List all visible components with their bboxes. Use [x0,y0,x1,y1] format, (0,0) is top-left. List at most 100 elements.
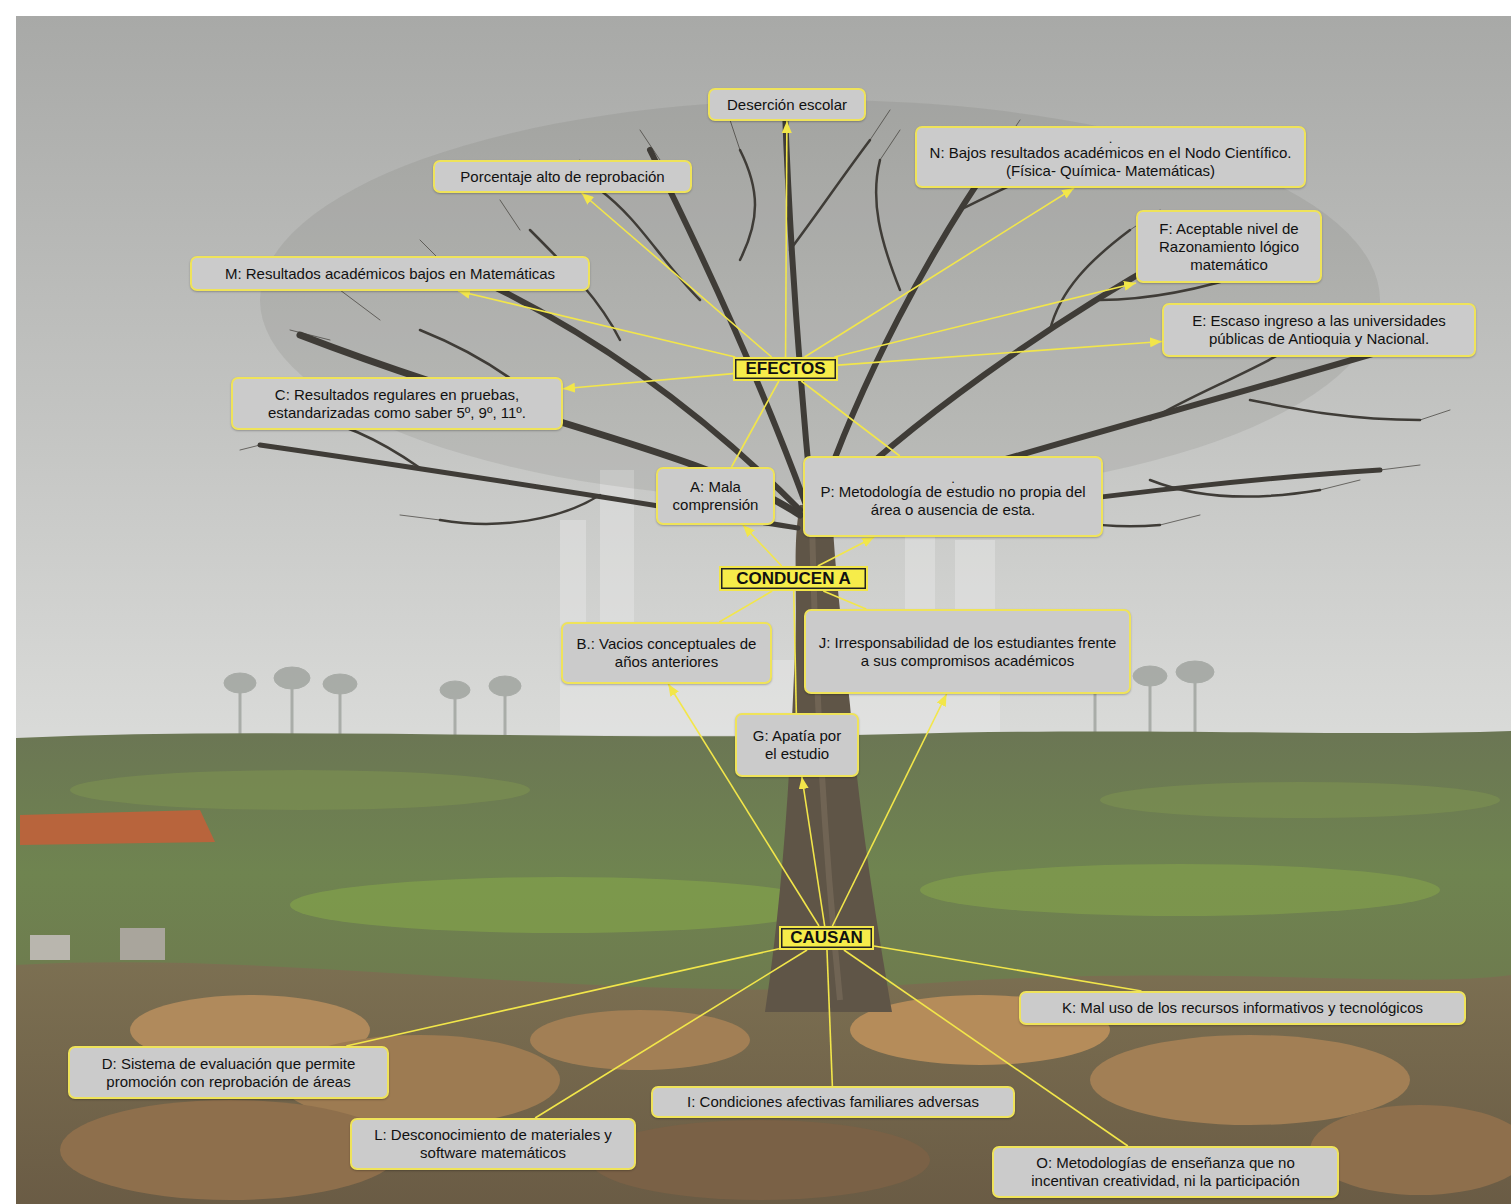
node-text: . [1109,134,1113,143]
rocky-ground-part [1310,1105,1511,1195]
linking-phrase: CAUSAN [779,926,874,950]
connector-line [582,193,772,357]
tree-crown-part [1050,230,1130,330]
node-text: P: Metodología de estudio no propia del … [815,483,1091,519]
connector-line [802,777,825,926]
connector-line [346,949,779,1046]
problem-box: .P: Metodología de estudio no propia del… [803,456,1103,537]
node-text: M: Resultados académicos bajos en Matemá… [225,265,555,283]
connector-line [743,525,782,566]
node-text: K: Mal uso de los recursos informativos … [1062,999,1423,1017]
connector-line [838,341,1162,365]
node-text: Deserción escolar [727,96,847,114]
connector-line [827,950,832,1086]
hills-part [920,864,1440,916]
problem-box: D: Sistema de evaluación que permite pro… [68,1046,389,1099]
linking-phrase: CONDUCEN A [719,566,868,591]
node-text: CAUSAN [790,928,863,948]
node-text: . [951,474,955,483]
node-text: G: Apatía por el estudio [747,727,847,763]
linking-phrase: EFECTOS [733,357,838,381]
problem-box: B.: Vacios conceptuales de años anterior… [561,622,772,684]
node-text: N: Bajos resultados académicos en el Nod… [927,144,1294,180]
tree-crown-part [650,150,806,505]
distant-trees-part [1149,682,1152,735]
rocky-ground-part [590,1120,930,1200]
node-text: EFECTOS [746,359,826,379]
connector-line [458,291,735,357]
node-text: D: Sistema de evaluación que permite pro… [80,1055,377,1091]
connector-line [786,121,787,357]
node-text: B.: Vacios conceptuales de años anterior… [573,635,760,671]
tree-crown-part [260,445,798,528]
node-text: Porcentaje alto de reprobación [460,168,664,186]
problem-box: O: Metodologías de enseñanza que no ince… [992,1146,1339,1198]
node-text: F: Aceptable nivel de Razonamiento lógic… [1148,220,1310,274]
connector-line [801,381,900,456]
hills [16,731,1511,1204]
node-text: O: Metodologías de enseñanza que no ince… [1004,1154,1327,1190]
tree-crown-part [790,140,870,250]
hills-part [1100,782,1500,818]
problem-box: J: Irresponsabilidad de los estudiantes … [804,609,1131,694]
problem-box: C: Resultados regulares en pruebas, esta… [231,377,563,430]
node-text: C: Resultados regulares en pruebas, esta… [243,386,551,422]
problem-box: K: Mal uso de los recursos informativos … [1019,991,1466,1025]
distant-trees-part [1094,687,1097,735]
node-text: J: Irresponsabilidad de los estudiantes … [816,634,1119,670]
distant-trees-part [339,690,342,735]
connector-line [823,591,866,609]
tree-crown-part [440,495,600,524]
problem-box: A: Mala comprensión [656,467,775,525]
distant-trees-part [454,696,457,735]
problem-box: Deserción escolar [708,88,866,121]
rocky-ground-part [530,1010,750,1070]
rocky-ground-part [60,1100,400,1200]
tree-crown-part [740,150,755,260]
hills-part [30,935,70,960]
problem-box: I: Condiciones afectivas familiares adve… [651,1086,1015,1118]
node-text: E: Escaso ingreso a las universidades pú… [1174,312,1464,348]
problem-box: E: Escaso ingreso a las universidades pú… [1162,303,1476,357]
distant-trees-part [291,685,294,735]
tree-crown-part [1250,400,1420,420]
connector-line [794,591,797,713]
node-text: A: Mala comprensión [668,478,763,514]
problem-box: G: Apatía por el estudio [735,713,859,777]
hills-part [20,810,215,845]
problem-box: M: Resultados académicos bajos en Matemá… [190,256,590,291]
connector-line [818,537,874,566]
rocky-ground-part [1090,1035,1410,1125]
node-text: I: Condiciones afectivas familiares adve… [687,1093,979,1111]
tree-crown-part [260,100,1380,500]
sky-part [16,16,1511,1204]
problem-box: F: Aceptable nivel de Razonamiento lógic… [1136,210,1322,283]
connector-line [563,374,733,389]
connector-line [731,381,778,467]
hills-part [16,731,1511,1204]
connector-line [719,591,772,622]
hills-part [70,770,530,810]
distant-trees-part [239,690,242,735]
tree-crown-part [876,160,900,290]
distant-trees-part [1194,679,1197,735]
distant-trees-part [504,692,507,735]
connector-line [874,946,1141,991]
node-text: L: Desconocimiento de materiales y softw… [362,1126,624,1162]
hills-part [120,928,165,960]
tree-crown-part [1150,480,1320,497]
rocky-ground-part [16,962,1511,1204]
tree-crown-part [600,190,700,300]
tree-crown-part [240,120,1460,470]
tree-crown-part [785,110,812,505]
rocky-ground [16,962,1511,1204]
problem-box: Porcentaje alto de reprobación [433,160,692,193]
hills-part [290,877,830,933]
problem-box: .N: Bajos resultados académicos en el No… [915,126,1306,188]
problem-box: L: Desconocimiento de materiales y softw… [350,1118,636,1170]
node-text: CONDUCEN A [736,569,851,589]
